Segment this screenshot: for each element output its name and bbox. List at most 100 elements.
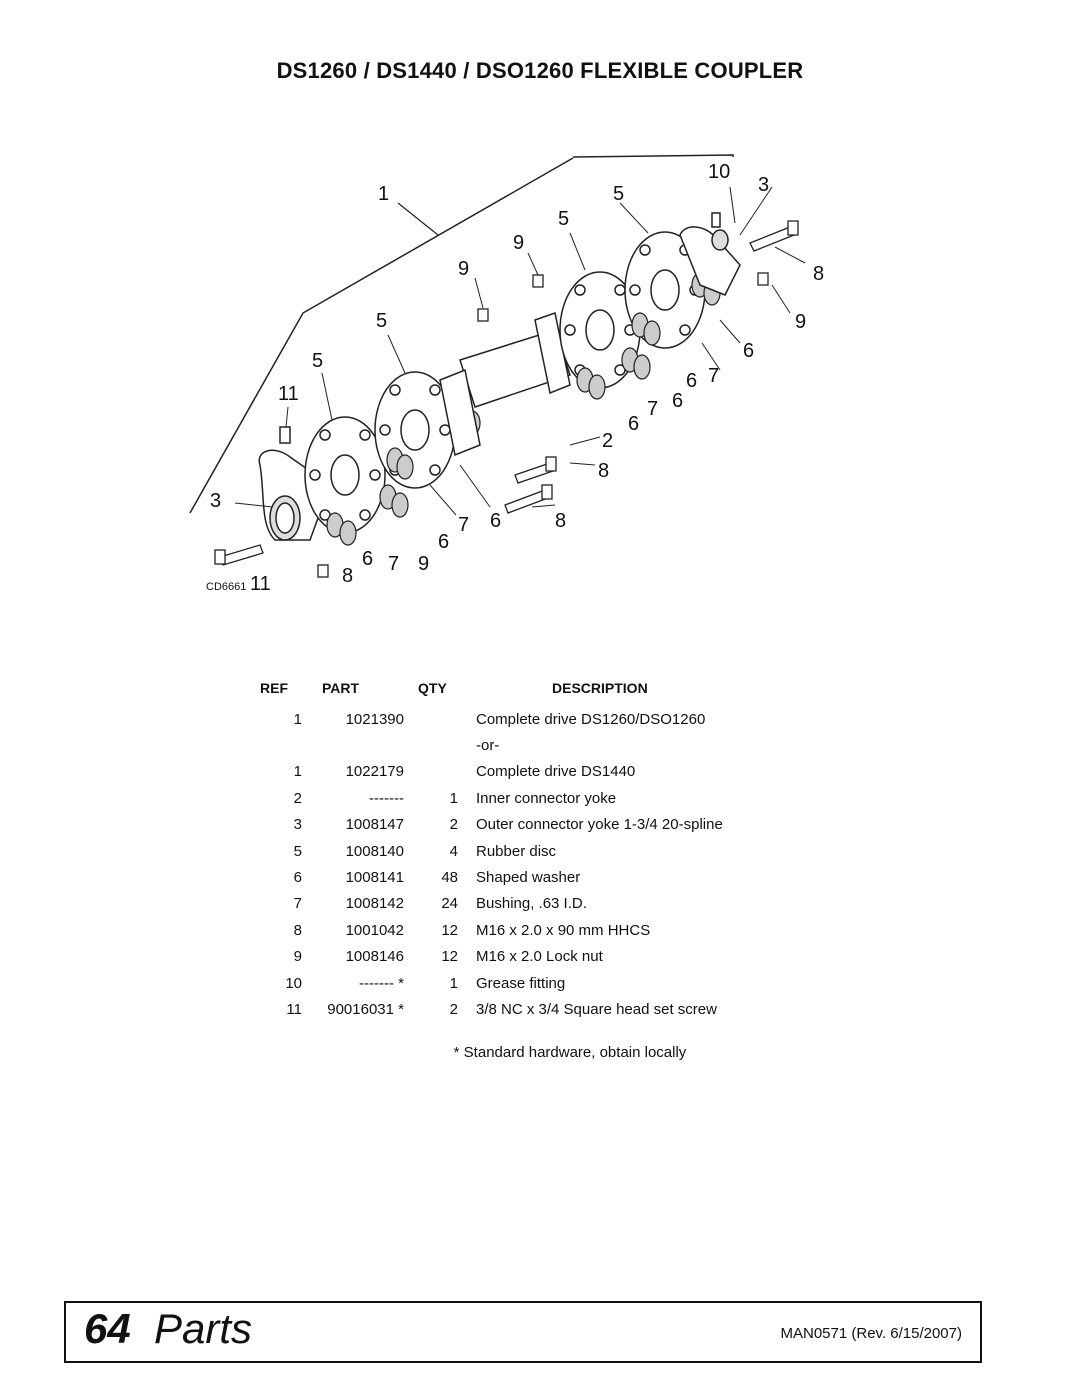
drawing-id: CD6661 <box>206 581 246 593</box>
cell-part: 90016031 * <box>327 1000 404 1018</box>
page-footer: 64 Parts MAN0571 (Rev. 6/15/2007) <box>64 1301 982 1363</box>
callout: 5 <box>312 350 323 372</box>
callout: 9 <box>418 553 429 575</box>
exploded-parts-diagram: 1 10 3 5 5 9 9 8 5 9 5 6 11 6 7 7 6 2 6 … <box>189 154 824 595</box>
bolts-and-nuts <box>214 220 799 578</box>
cell-description: Shaped washer <box>476 869 581 887</box>
outer-yoke-right <box>679 212 741 296</box>
page-title: DS1260 / DS1440 / DSO1260 FLEXIBLE COUPL… <box>276 58 804 83</box>
header-ref: REF <box>260 680 288 696</box>
cell-qty: 12 <box>441 948 458 966</box>
callout: 11 <box>278 383 299 405</box>
cell-ref: 2 <box>293 789 302 807</box>
cell-qty <box>418 732 476 758</box>
cell-part: 1008146 <box>345 948 404 966</box>
leader-lines <box>234 186 806 516</box>
table-row: 5 1008140 4 Rubber disc <box>260 838 852 864</box>
table-row: 2 ------- 1 Inner connector yoke <box>260 785 852 811</box>
cell-ref: 5 <box>293 842 302 860</box>
table-row: 6 1008141 48 Shaped washer <box>260 864 852 890</box>
callout: 7 <box>647 398 658 420</box>
cell-qty <box>418 706 476 732</box>
cell-description: M16 x 2.0 Lock nut <box>476 948 603 966</box>
cell-part: 1008140 <box>345 842 404 860</box>
cell-ref <box>260 732 322 758</box>
cell-part: 1021390 <box>345 710 404 728</box>
cell-part: 1008141 <box>345 869 404 887</box>
table-row: 9 1008146 12 M16 x 2.0 Lock nut <box>260 944 852 970</box>
cell-part: 1022179 <box>345 763 404 781</box>
cell-ref: 9 <box>293 948 302 966</box>
cell-part: 1001042 <box>345 921 404 939</box>
table-row: 1 1021390 Complete drive DS1260/DSO1260 <box>260 706 852 732</box>
cell-qty: 1 <box>449 789 458 807</box>
callout: 7 <box>458 514 469 536</box>
header-qty: QTY <box>418 680 447 696</box>
callout: 6 <box>628 413 639 435</box>
cell-part <box>322 732 418 758</box>
callout: 8 <box>342 565 353 587</box>
header-description: DESCRIPTION <box>552 680 648 696</box>
cell-description: Complete drive DS1260/DSO1260 <box>476 710 706 728</box>
cell-ref: 8 <box>293 921 302 939</box>
cell-description: Inner connector yoke <box>476 789 617 807</box>
cell-qty: 48 <box>441 869 458 887</box>
callout: 9 <box>513 232 524 254</box>
cell-description: Bushing, .63 I.D. <box>476 895 587 913</box>
assembly-bracket <box>189 157 574 514</box>
callout: 6 <box>686 370 697 392</box>
cell-qty: 12 <box>441 921 458 939</box>
header-part: PART <box>322 680 360 696</box>
cell-ref: 3 <box>293 816 302 834</box>
cell-description: M16 x 2.0 x 90 mm HHCS <box>476 921 651 939</box>
callout: 5 <box>558 208 569 230</box>
cell-part: ------- <box>369 789 404 807</box>
callout: 10 <box>708 161 730 183</box>
cell-ref: 10 <box>285 974 302 992</box>
cell-part: ------- * <box>359 974 404 992</box>
cell-ref: 1 <box>293 763 302 781</box>
callout: 9 <box>458 258 469 280</box>
rubber-disc-1 <box>304 416 386 534</box>
cell-description: Grease fitting <box>476 974 566 992</box>
cell-ref: 11 <box>286 1000 302 1018</box>
table-row: -or- <box>260 732 852 758</box>
callout: 3 <box>758 174 769 196</box>
callout: 5 <box>613 183 624 205</box>
cell-ref: 6 <box>293 869 302 887</box>
table-row: 11 90016031 * 2 3/8 NC x 3/4 Square head… <box>260 996 852 1022</box>
callout: 1 <box>378 183 389 205</box>
callout: 5 <box>376 310 387 332</box>
cell-description: Complete drive DS1440 <box>476 763 636 781</box>
cell-qty: 2 <box>449 1000 458 1018</box>
callout: 6 <box>672 390 683 412</box>
callout: 11 <box>250 573 271 595</box>
callout: 8 <box>598 460 609 482</box>
callout: 3 <box>210 490 221 512</box>
cell-ref: 7 <box>293 895 302 913</box>
cell-qty: 2 <box>449 816 458 834</box>
cell-qty: 1 <box>449 974 458 992</box>
callout: 6 <box>490 510 501 532</box>
cell-qty: 24 <box>441 895 458 913</box>
cell-description: Rubber disc <box>476 842 557 860</box>
cell-qty <box>418 759 476 785</box>
footnote-text: * Standard hardware, obtain locally <box>453 1044 687 1061</box>
callout: 8 <box>813 263 824 285</box>
rubber-disc-3 <box>559 271 641 389</box>
table-row: 7 1008142 24 Bushing, .63 I.D. <box>260 891 852 917</box>
cell-part: 1008147 <box>345 816 404 834</box>
callout: 7 <box>388 553 399 575</box>
section-title: Parts <box>154 1305 253 1352</box>
callout: 9 <box>795 311 806 333</box>
table-header-row: REF PART QTY DESCRIPTION <box>260 680 852 706</box>
callout: 2 <box>602 430 613 452</box>
callout: 7 <box>708 365 719 387</box>
cell-description: -or- <box>476 737 500 755</box>
cell-part: 1008142 <box>345 895 404 913</box>
callouts: 1 10 3 5 5 9 9 8 5 9 5 6 11 6 7 7 6 2 6 … <box>206 161 824 595</box>
cell-description: Outer connector yoke 1-3/4 20-spline <box>476 816 723 834</box>
table-row: 3 1008147 2 Outer connector yoke 1-3/4 2… <box>260 812 852 838</box>
callout: 8 <box>555 510 566 532</box>
parts-list-table: REF PART QTY DESCRIPTION 1 1021390 Compl… <box>260 680 852 1023</box>
